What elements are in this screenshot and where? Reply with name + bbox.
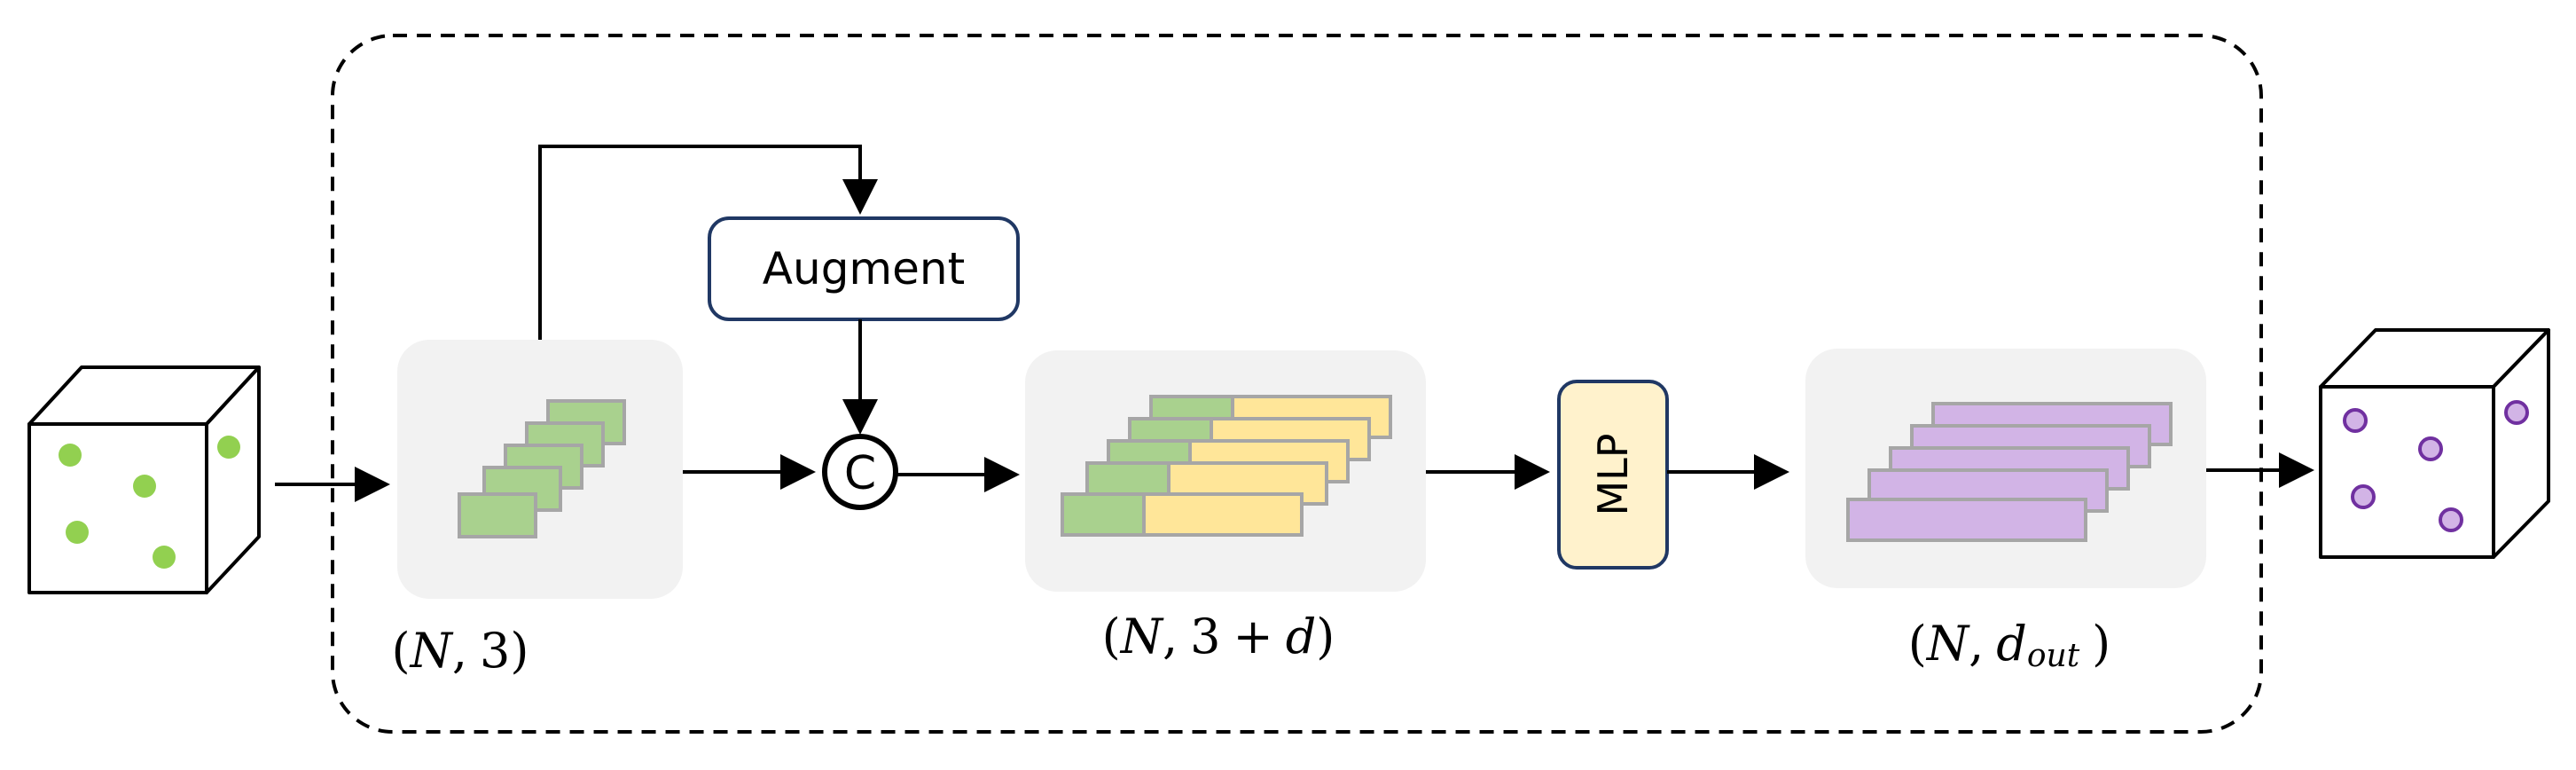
- coord-feature-bar: [458, 492, 537, 538]
- input-point: [153, 546, 176, 569]
- arrow-coords-to-augment: [538, 145, 878, 340]
- input-shape-label: (N,3): [392, 623, 529, 679]
- augmented-shape-label: (N,3+d): [1102, 609, 1335, 664]
- augmented-feature-stack: [1061, 395, 1392, 537]
- output-point: [2504, 400, 2529, 425]
- concat-label: C: [844, 447, 876, 500]
- augmented-feature-bar: [1061, 492, 1304, 537]
- output-feature-stack: [1846, 402, 2173, 542]
- output-point: [2418, 436, 2443, 461]
- output-shape-label: (N,dout): [1908, 616, 2110, 674]
- output-point: [2439, 507, 2463, 532]
- mlp-label: MLP: [1589, 433, 1637, 515]
- input-point-cloud-cube: [27, 365, 261, 594]
- input-point: [59, 444, 82, 467]
- augment-label: Augment: [763, 243, 965, 295]
- input-point: [66, 521, 89, 544]
- output-point: [2351, 484, 2376, 509]
- output-point: [2343, 408, 2368, 433]
- coords-feature-stack: [458, 399, 626, 538]
- input-point: [217, 436, 240, 459]
- output-feature-bar: [1846, 498, 2087, 542]
- input-points: [59, 436, 240, 569]
- concat-node: [822, 434, 898, 510]
- input-point: [133, 475, 156, 498]
- module-boundary: [331, 34, 2263, 734]
- output-points: [2343, 400, 2529, 532]
- augment-box: [708, 216, 1020, 321]
- mlp-box: [1557, 380, 1669, 570]
